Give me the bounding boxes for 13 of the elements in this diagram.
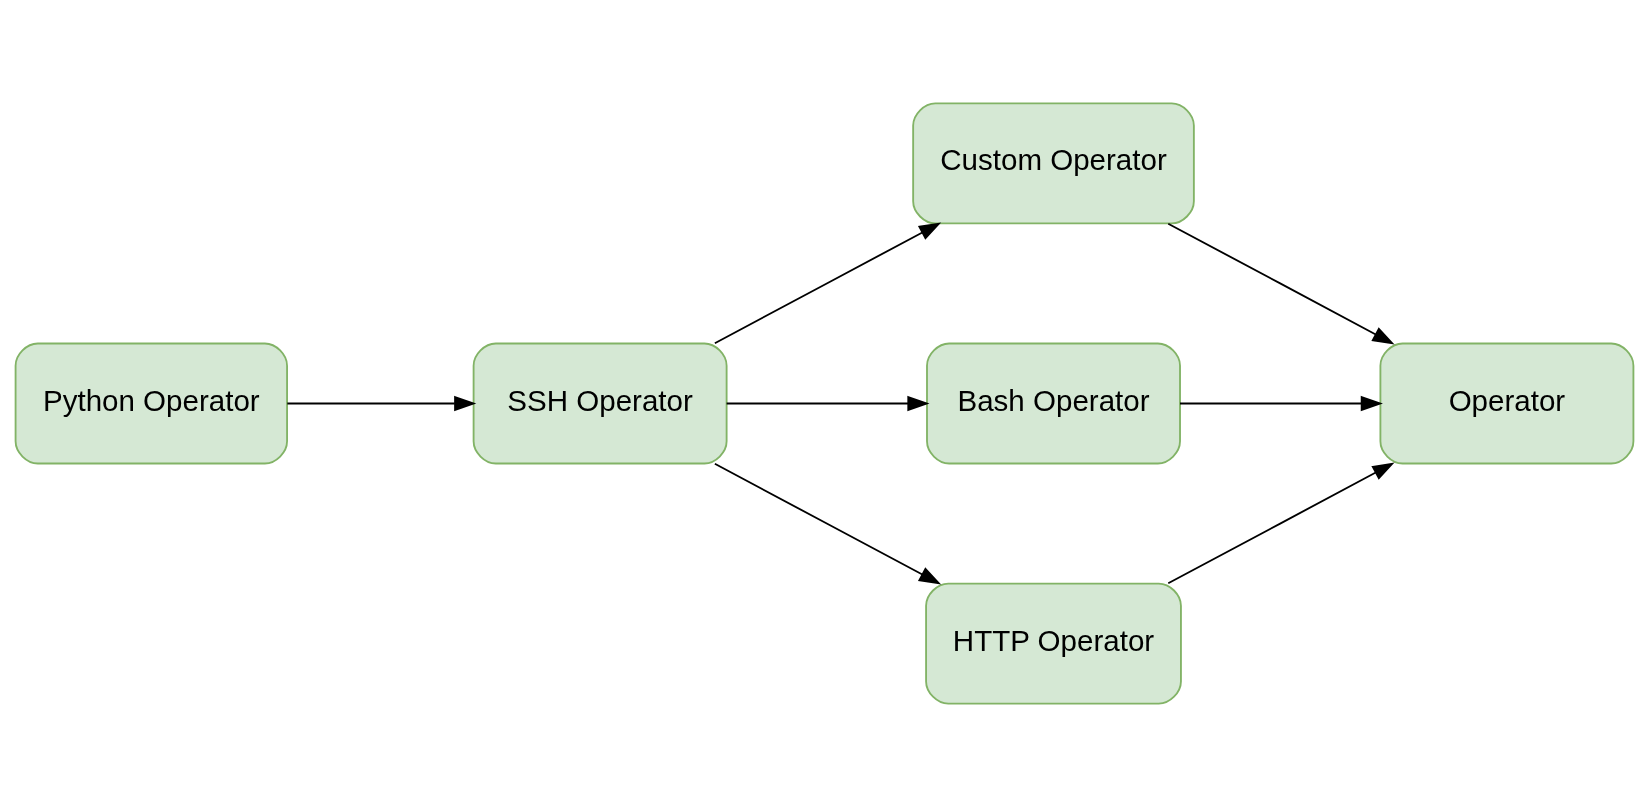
arrow [1167,222,1395,345]
node-box: Custom Operator [912,102,1195,225]
node-box: HTTP Operator [925,582,1182,705]
arrow [1179,395,1383,412]
arrow [713,462,942,585]
arrow [1167,462,1395,585]
arrow [725,395,930,412]
arrow [713,222,942,345]
node-box: Operator [1379,342,1635,465]
arrow [286,395,477,412]
node-box: Python Operator [14,342,288,465]
node-box: Bash Operator [926,342,1181,465]
node-box: SSH Operator [472,342,728,465]
